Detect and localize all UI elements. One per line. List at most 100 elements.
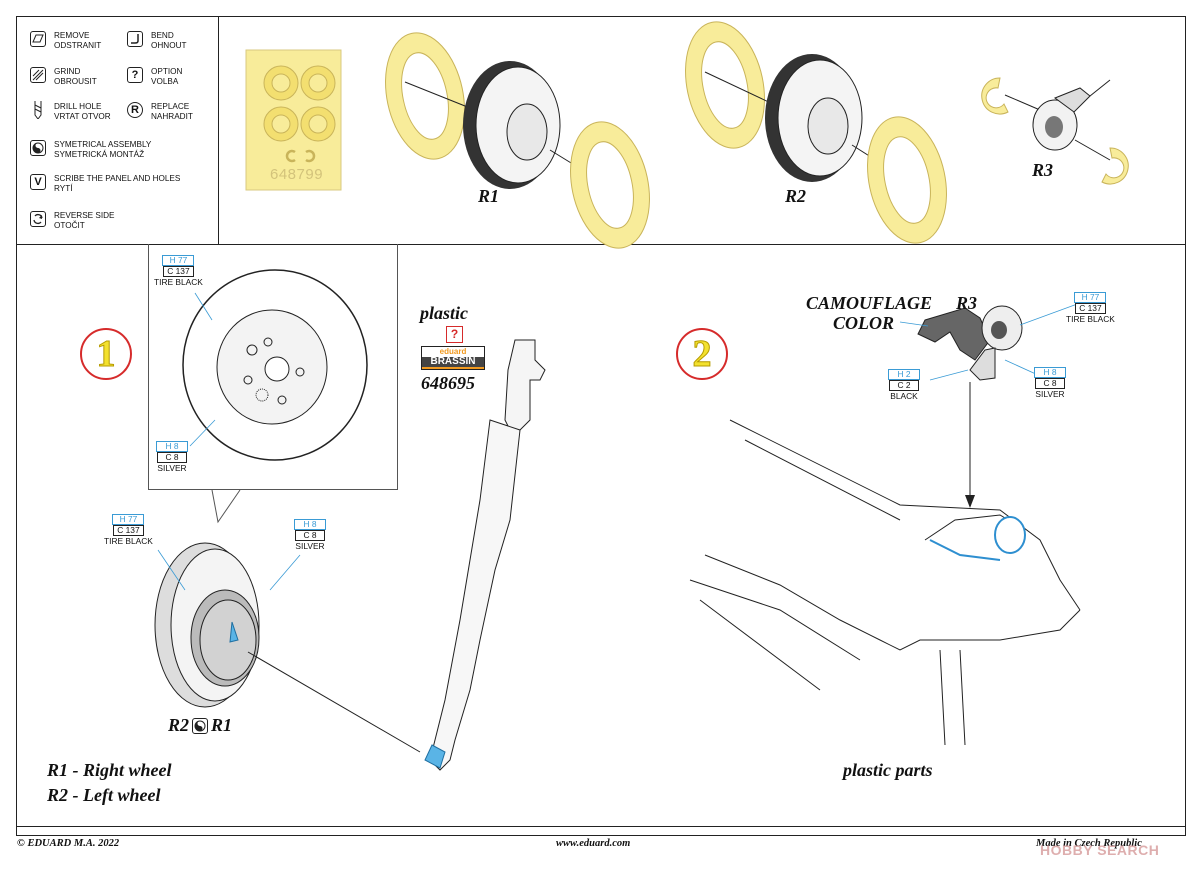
color-name: TIRE BLACK [154,277,203,287]
step2-r3-label: R3 [956,293,978,313]
color-leaders [157,292,1081,591]
page-frame [16,16,1186,836]
color-name: TIRE BLACK [104,536,153,546]
color-name: TIRE BLACK [1066,314,1115,324]
mask-sheet [245,49,342,191]
color-callout-silver: H 8 C 8 SILVER [294,519,326,551]
color-name: SILVER [157,463,187,473]
option-icon: ? [446,326,463,343]
drill-icon [30,101,46,119]
color-code-c: C 8 [1035,378,1065,389]
part-label-r3: R3 [1032,160,1054,180]
detail-callout [148,244,398,490]
plastic-parts-label: plastic parts [843,760,933,780]
color-name: SILVER [1035,389,1065,399]
legend-label: SYMETRICAL ASSEMBLY [54,140,152,149]
color-code-h: H 8 [156,441,188,452]
legend-label-cz: NAHRADIT [151,112,193,121]
color-code-h: H 2 [888,369,920,380]
brassin-top: eduard [422,347,484,357]
tail-wheel-r3-exploded [981,77,1129,185]
color-callout-tire-black-r3: H 77 C 137 TIRE BLACK [1066,292,1115,324]
callout-pointer [211,489,241,524]
legend-label-cz: RYTÍ [54,184,73,193]
note-r1: R1 - Right wheel [47,760,172,780]
legend-label-cz: OBROUSIT [54,77,97,86]
part-label-r1: R1 [478,186,500,206]
color-callout-silver-r3: H 8 C 8 SILVER [1034,367,1066,399]
camouflage-label: CAMOUFLAGE COLOR [784,293,932,333]
r1-label: R1 [211,715,233,735]
color-code-c: C 137 [163,266,194,277]
camo-line2: COLOR [832,313,894,333]
part-label-r2: R2 [785,186,807,206]
color-name: SILVER [295,541,325,551]
landing-gear-strut [424,339,546,771]
scribe-icon: V [30,174,46,190]
wheel-r2-exploded [685,21,947,244]
legend-label-cz: VRTAT OTVOR [54,112,111,121]
footer-made-in: Made in Czech Republic [1036,838,1142,849]
watermark: HOBBY SEARCH [1040,842,1160,858]
fuselage-tail [689,419,1081,746]
option-icon: ? [127,67,143,83]
top-divider [16,244,1186,245]
plastic-label: plastic [420,303,468,323]
remove-icon [30,31,46,47]
color-code-h: H 77 [162,255,195,266]
r2-label: R2 [168,715,190,735]
symmetrical-icon [192,717,209,734]
legend-label: DRILL HOLE [54,102,102,111]
color-code-c: C 8 [295,530,325,541]
color-code-h: H 77 [112,514,145,525]
color-code-h: H 77 [1074,292,1107,303]
color-code-c: C 8 [157,452,187,463]
legend-label-cz: SYMETRICKÁ MONTÁŽ [54,150,145,159]
symmetrical-icon [30,140,46,156]
footer-copyright: © EDUARD M.A. 2022 [17,838,120,849]
legend-label-cz: VOLBA [151,77,179,86]
step-1-number: 1 [80,328,132,380]
legend-label: SCRIBE THE PANEL AND HOLES [54,174,181,183]
brassin-code: 648695 [421,373,475,393]
legend-label: GRIND [54,67,81,76]
footer-divider [16,826,1186,827]
color-callout-tire-black: H 77 C 137 TIRE BLACK [104,514,153,546]
legend-label-cz: OTOČIT [54,221,85,230]
legend-label: OPTION [151,67,183,76]
color-callout-silver-detail: H 8 C 8 SILVER [156,441,188,473]
color-code-c: C 137 [113,525,144,536]
legend-label-cz: OHNOUT [151,41,187,50]
wheel-detail [182,269,368,461]
color-code-c: C 2 [889,380,919,391]
wheel-assembled [154,542,421,753]
mask-code: 648799 [270,166,324,183]
note-r2: R2 - Left wheel [47,785,161,805]
legend-label: REMOVE [54,31,90,40]
legend-label-cz: ODSTRANIT [54,41,102,50]
camo-line1: CAMOUFLAGE [805,293,932,313]
legend-label: REVERSE SIDE [54,211,115,220]
tail-wheel-assembly [917,305,1023,508]
footer-website[interactable]: www.eduard.com [556,838,631,849]
color-code-c: C 137 [1075,303,1106,314]
grind-icon [30,67,46,83]
color-callout-tire-black-detail: H 77 C 137 TIRE BLACK [154,255,203,287]
legend-divider [218,16,219,244]
color-code-h: H 8 [294,519,326,530]
brassin-logo: eduard BRASSIN [421,346,485,370]
step-2-number: 2 [676,328,728,380]
wheel-r1-exploded [385,32,650,249]
color-code-h: H 8 [1034,367,1066,378]
color-name: BLACK [890,391,918,401]
bend-icon [127,31,143,47]
